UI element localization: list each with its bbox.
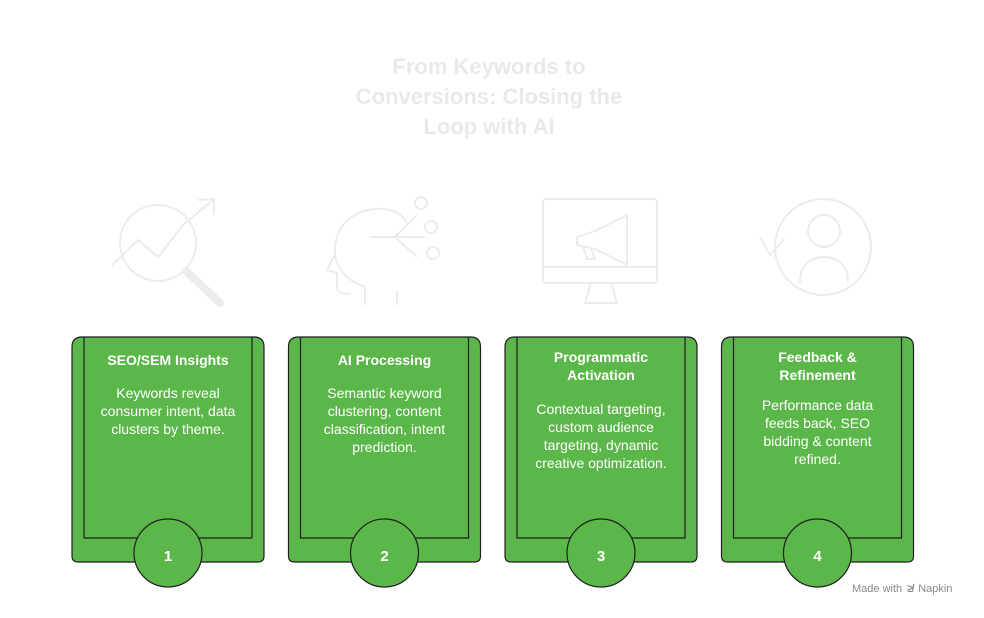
napkin-brand-label: Napkin — [918, 583, 953, 595]
step-title: AI Processing — [337, 352, 432, 368]
step-description: Keywords reveal consumer intent, data cl… — [100, 385, 236, 437]
step-number-circle — [566, 518, 636, 588]
step-description: Performance data feeds back, SEO bidding… — [761, 397, 874, 467]
step-card-1 — [71, 336, 265, 588]
step-number-circle — [782, 518, 853, 588]
step-description: Contextual targeting, custom audience ta… — [535, 401, 667, 471]
step-number: 4 — [813, 548, 822, 565]
made-with-label: Made with — [852, 583, 903, 595]
user-feedback-icon — [758, 195, 878, 310]
step-number-circle — [349, 518, 420, 588]
monitor-megaphone-icon — [541, 195, 661, 310]
step-title: Programmatic Activation — [553, 349, 649, 383]
step-card-3 — [504, 336, 698, 588]
analytics-chart-icon — [108, 195, 228, 310]
diagram-title: From Keywords to Conversions: Closing th… — [355, 54, 623, 139]
step-card-2 — [287, 336, 482, 588]
step-title: SEO/SEM Insights — [107, 352, 229, 368]
step-card-4 — [720, 336, 915, 588]
napkin-watermark: Made with ≱ Napkin — [852, 583, 952, 595]
step-number: 3 — [596, 548, 606, 565]
step-number-circle — [133, 518, 203, 588]
ai-head-icon — [325, 195, 445, 310]
step-number: 2 — [380, 548, 389, 565]
napkin-logo-icon: ≱ — [907, 583, 914, 595]
step-title: Feedback & Refinement — [778, 349, 857, 383]
step-description: Semantic keyword clustering, content cla… — [323, 385, 446, 455]
step-number: 1 — [163, 548, 173, 565]
